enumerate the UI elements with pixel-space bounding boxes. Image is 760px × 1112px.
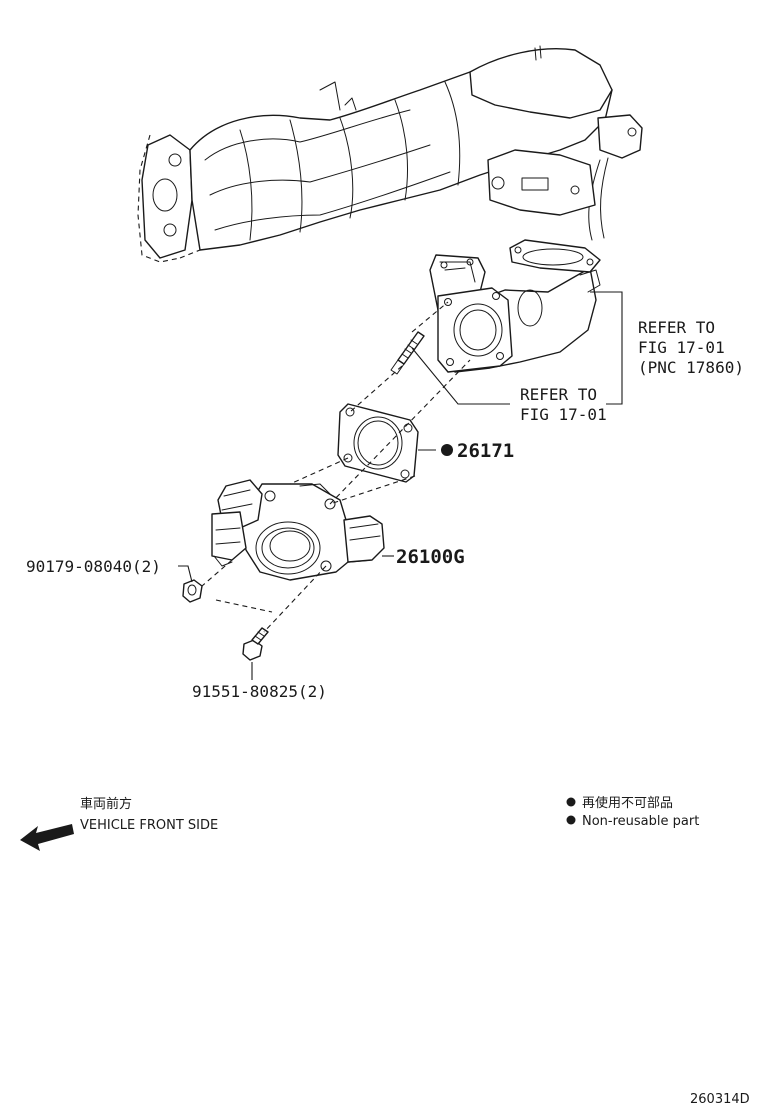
bolt-part-number: 91551-80825(2) <box>192 682 327 701</box>
manifold-connector <box>597 114 643 159</box>
throttle-connector-left <box>211 511 247 561</box>
throttle-sensor <box>343 515 385 563</box>
throttle-body-drawing <box>211 479 385 581</box>
callouts: REFER TO FIG 17-01 (PNC 17860) REFER TO … <box>26 318 744 701</box>
bolt-drawing <box>242 627 269 661</box>
manifold-plenum <box>469 48 613 119</box>
leader-stud <box>411 347 510 405</box>
ref-manifold-line1: REFER TO <box>638 318 715 337</box>
nut-part-number: 90179-08040(2) <box>26 557 161 576</box>
adapter-top-flange <box>509 239 601 273</box>
engine-outline <box>137 134 181 263</box>
manifold-flange-left <box>141 134 193 259</box>
front-label-jp: 車両前方 <box>80 796 132 812</box>
ref-manifold-line2: FIG 17-01 <box>638 338 725 357</box>
leader-nut <box>178 565 193 583</box>
intake-adapter-drawing <box>429 239 601 373</box>
ref-manifold-line3: (PNC 17860) <box>638 358 744 377</box>
nut-drawing <box>182 579 203 603</box>
intake-manifold-drawing <box>137 45 643 263</box>
front-label-en: VEHICLE FRONT SIDE <box>80 818 218 833</box>
ref-stud-line1: REFER TO <box>520 385 597 404</box>
leader-lines <box>178 291 623 680</box>
nut <box>182 579 203 603</box>
ref-stud-line2: FIG 17-01 <box>520 405 607 424</box>
bolt-shank <box>251 627 269 645</box>
assembly-lines <box>201 301 471 633</box>
throttle-body-part-number: 26100G <box>396 546 465 568</box>
stud-bolt-drawing <box>390 331 425 375</box>
figure-id: 260314D <box>690 1092 750 1107</box>
legend: 再使用不可部品 Non-reusable part <box>566 795 699 829</box>
stud-bolt <box>397 331 425 365</box>
gasket-part-number: 26171 <box>457 440 514 462</box>
legend-symbol-jp <box>566 797 576 807</box>
leader-manifold <box>590 291 623 405</box>
non-reusable-marker <box>441 444 453 456</box>
gasket <box>337 403 419 483</box>
front-arrow-icon <box>20 824 74 851</box>
adapter-front-flange <box>437 287 513 373</box>
legend-text-en: Non-reusable part <box>582 814 699 829</box>
manifold-throttle-flange <box>487 149 596 216</box>
gasket-drawing <box>337 403 419 483</box>
vehicle-front-indicator: 車両前方 VEHICLE FRONT SIDE <box>20 796 218 851</box>
legend-symbol-en <box>566 815 576 825</box>
legend-text-jp: 再使用不可部品 <box>582 795 673 811</box>
